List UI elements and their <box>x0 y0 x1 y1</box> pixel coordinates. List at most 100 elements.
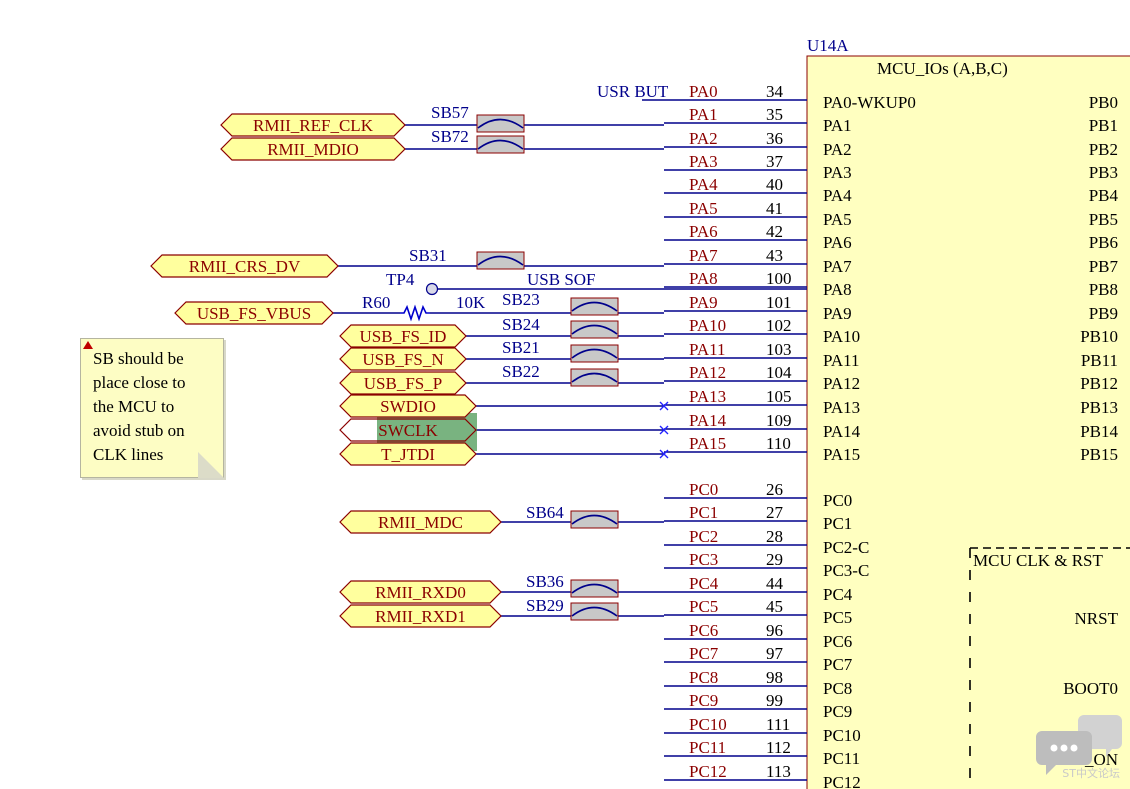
net-label-pa9: PA9 <box>689 293 718 312</box>
pin-number: 101 <box>766 293 792 312</box>
port-shape <box>220 137 406 161</box>
pin-name-right: PB0 <box>1089 93 1118 112</box>
note-line: place close to <box>93 373 186 392</box>
net-port-rmii-crs-dv[interactable]: RMII_CRS_DV <box>150 254 339 278</box>
net-label-pa2: PA2 <box>689 129 718 148</box>
port-shape <box>339 371 467 395</box>
pin-name: PA3 <box>823 163 852 182</box>
port-label: USB_FS_ID <box>360 327 447 346</box>
pin-name: PA12 <box>823 374 860 393</box>
sub-block-pin-nrst: NRST <box>1075 609 1119 628</box>
net-port-rmii-ref-clk[interactable]: RMII_REF_CLK <box>220 113 406 137</box>
pin-name: PC5 <box>823 608 852 627</box>
net-label-pa12: PA12 <box>689 363 726 382</box>
port-label: RMII_REF_CLK <box>253 116 374 135</box>
net-label-pc0: PC0 <box>689 480 718 499</box>
pin-name-right: PB11 <box>1081 351 1118 370</box>
pin-name-right: PB12 <box>1080 374 1118 393</box>
net-port-rmii-mdio[interactable]: RMII_MDIO <box>220 137 406 161</box>
bridge-designator: SB21 <box>502 338 540 357</box>
pin-name: PA1 <box>823 116 852 135</box>
pin-number: 26 <box>766 480 783 499</box>
bridge-arc <box>571 372 618 383</box>
bridge-arc <box>477 139 524 150</box>
pin-name: PA8 <box>823 280 852 299</box>
port-label: SWDIO <box>380 397 436 416</box>
note-marker-icon <box>83 341 93 349</box>
net-port-rmii-rxd1[interactable]: RMII_RXD1 <box>339 604 502 628</box>
net-port-usb-fs-n[interactable]: USB_FS_N <box>339 347 467 371</box>
port-label: RMII_MDC <box>378 513 463 532</box>
pin-name-right: PB4 <box>1089 186 1119 205</box>
pin-name: PA13 <box>823 398 860 417</box>
net-port-rmii-rxd0[interactable]: RMII_RXD0 <box>339 580 502 604</box>
solder-bridge-sb36[interactable]: SB36 <box>526 572 619 598</box>
solder-bridge-sb31[interactable]: SB31 <box>409 246 525 270</box>
bridge-body <box>476 251 525 270</box>
pin-name: PA0-WKUP0 <box>823 93 916 112</box>
net-label-pa7: PA7 <box>689 246 718 265</box>
note-line: SB should be <box>93 349 184 368</box>
note-line: avoid stub on <box>93 421 185 440</box>
pin-name: PA5 <box>823 210 852 229</box>
bridge-arc <box>477 118 524 129</box>
solder-bridge-sb22[interactable]: SB22 <box>502 362 619 387</box>
port-label: USB_FS_VBUS <box>197 304 311 323</box>
solder-bridge-sb29[interactable]: SB29 <box>526 596 619 621</box>
pin-number: 104 <box>766 363 792 382</box>
testpoint-symbol[interactable] <box>425 282 439 296</box>
bridge-body <box>570 602 619 621</box>
watermark-text: ST中文论坛 <box>1062 767 1120 780</box>
port-shape <box>339 442 477 466</box>
design-note[interactable]: SB should be place close to the MCU to a… <box>80 338 224 478</box>
net-port-usb-fs-id[interactable]: USB_FS_ID <box>339 324 467 348</box>
net-label-pc9: PC9 <box>689 691 718 710</box>
net-label-pc8: PC8 <box>689 668 718 687</box>
bridge-arc <box>571 324 618 335</box>
pin-name: PC7 <box>823 655 853 674</box>
pin-name-right: PB14 <box>1080 422 1118 441</box>
net-port-rmii-mdc[interactable]: RMII_MDC <box>339 510 502 534</box>
net-port-swdio[interactable]: SWDIO <box>339 394 477 418</box>
resistor-symbol[interactable] <box>400 304 430 322</box>
no-connect-marker <box>659 449 669 459</box>
solder-bridge-sb72[interactable]: SB72 <box>431 127 525 154</box>
sub-block-title: MCU CLK & RST <box>973 551 1103 570</box>
solder-bridge-sb64[interactable]: SB64 <box>526 503 619 529</box>
pin-name-right: PB9 <box>1089 304 1118 323</box>
pin-name: PC1 <box>823 514 852 533</box>
port-shape <box>339 324 467 348</box>
pin-number: 113 <box>766 762 791 781</box>
pin-name: PA9 <box>823 304 852 323</box>
net-label-pa4: PA4 <box>689 175 718 194</box>
bridge-body <box>476 135 525 154</box>
net-port-usb-fs-vbus[interactable]: USB_FS_VBUS <box>174 301 334 325</box>
net-label-pc3: PC3 <box>689 550 718 569</box>
pin-number: 105 <box>766 387 792 406</box>
solder-bridge-sb21[interactable]: SB21 <box>502 338 619 363</box>
net-port-t-jtdi[interactable]: T_JTDI <box>339 442 477 466</box>
solder-bridge-sb24[interactable]: SB24 <box>502 315 619 339</box>
pin-number: 112 <box>766 738 791 757</box>
pin-name-right: PB1 <box>1089 116 1118 135</box>
net-port-usb-fs-p[interactable]: USB_FS_P <box>339 371 467 395</box>
port-shape <box>174 301 334 325</box>
pin-name: PA10 <box>823 327 860 346</box>
bridge-arc <box>571 606 618 617</box>
net-label-pc10: PC10 <box>689 715 727 734</box>
net-label-pc11: PC11 <box>689 738 726 757</box>
pin-number: 43 <box>766 246 783 265</box>
net-label-pc5: PC5 <box>689 597 718 616</box>
solder-bridge-sb57[interactable]: SB57 <box>431 103 525 133</box>
net-port-swclk[interactable]: SWCLK <box>339 418 477 442</box>
mcu-body[interactable] <box>806 55 1130 789</box>
bridge-designator: SB36 <box>526 572 564 591</box>
bridge-arc <box>477 255 524 266</box>
pin-number: 27 <box>766 503 784 522</box>
solder-bridge-sb23[interactable]: SB23 <box>502 290 619 316</box>
port-label: T_JTDI <box>381 445 435 464</box>
pin-number: 36 <box>766 129 783 148</box>
wire-label-usb-sof: USB SOF <box>527 270 596 289</box>
pin-number: 28 <box>766 527 783 546</box>
